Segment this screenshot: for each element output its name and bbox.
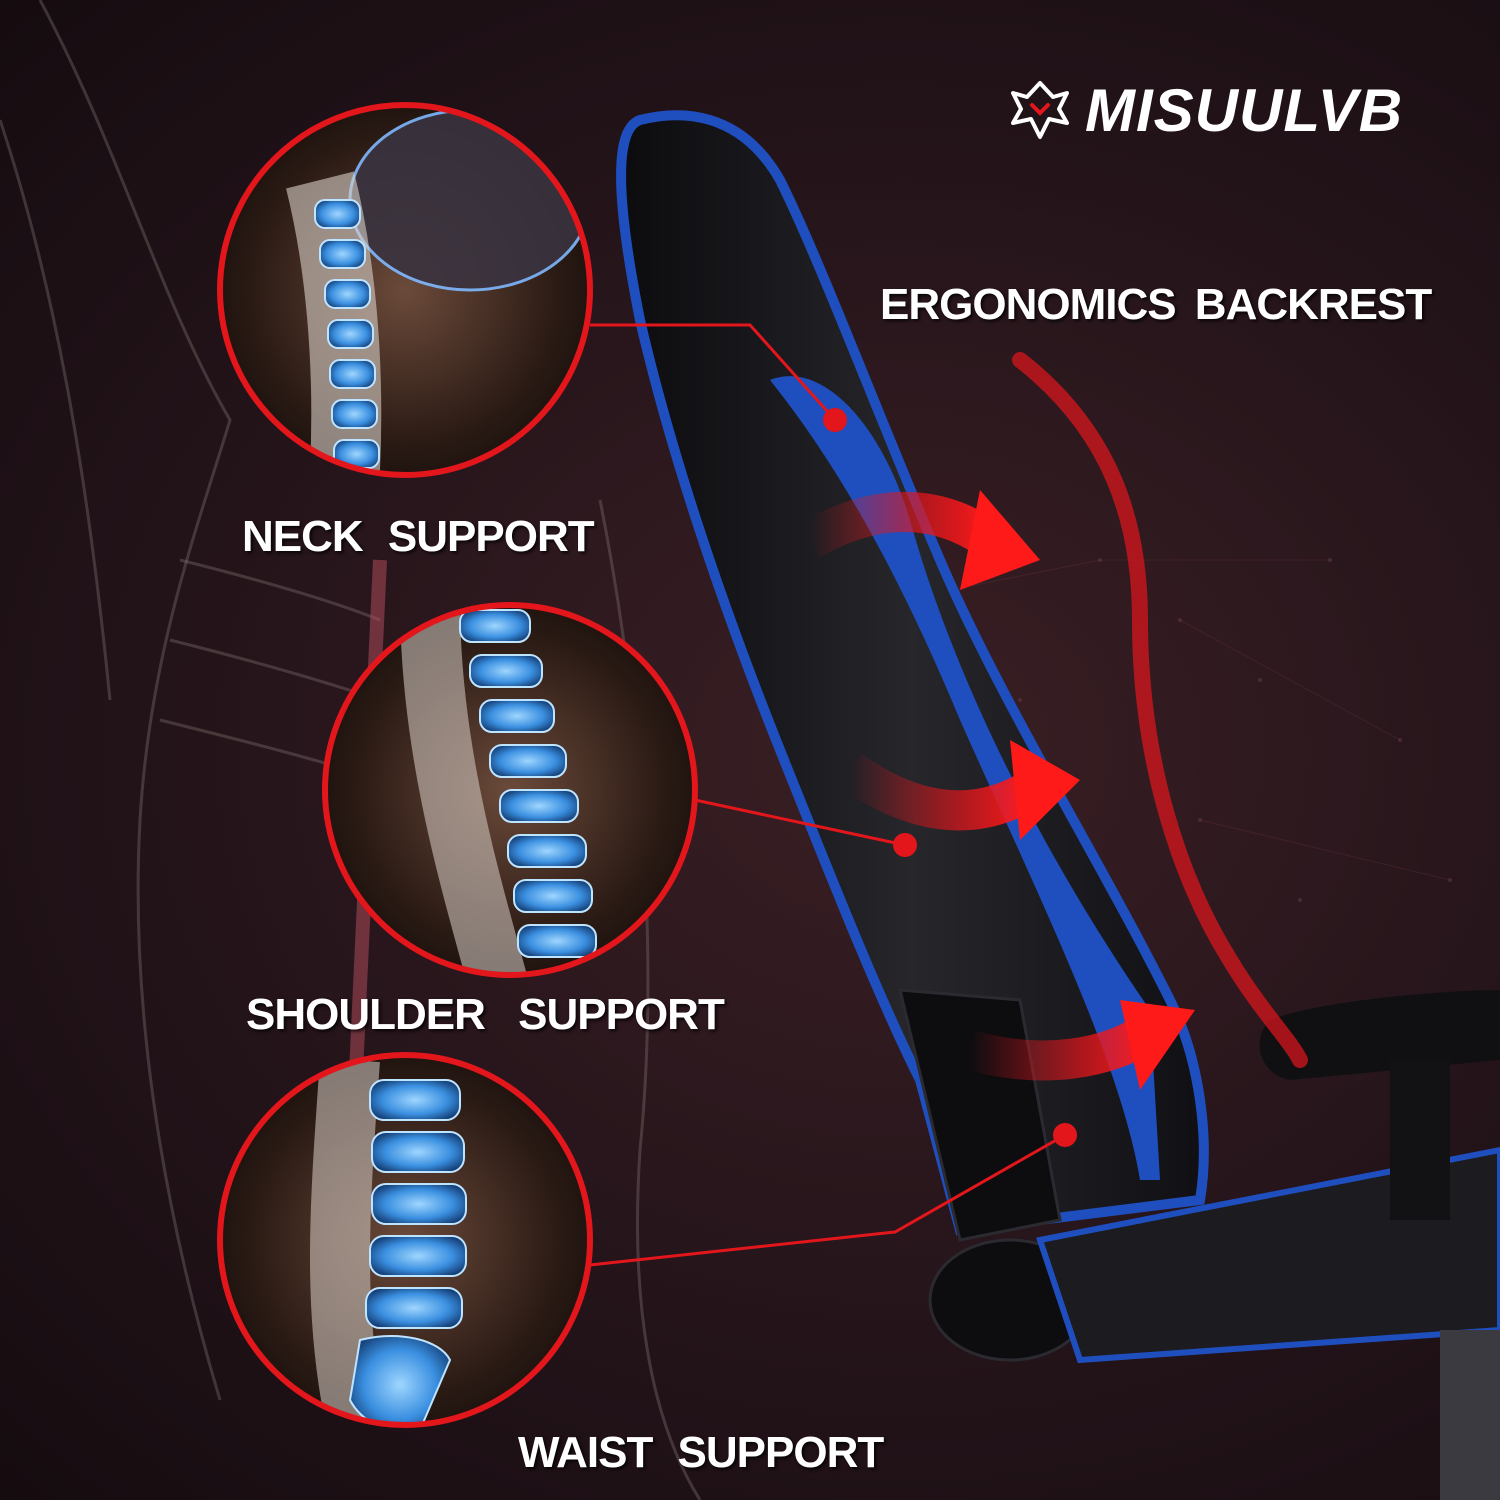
- waist-support-arrow: [964, 1000, 1195, 1090]
- eagle-emblem-icon: [1011, 81, 1069, 139]
- lumbar-vertebrae: [348, 1079, 467, 1425]
- callout-connectors: [589, 323, 1066, 1267]
- backrest-curve-indicator: [1012, 352, 1308, 1068]
- chair-blue-stripe: [770, 376, 1160, 1180]
- neck-callout: [217, 102, 593, 478]
- thoracic-vertebrae: [459, 609, 597, 958]
- background-grid: [898, 558, 1452, 902]
- headline: ERGONOMICS BACKREST: [880, 280, 1432, 329]
- brand-name: MISUULVB: [1085, 76, 1404, 144]
- waist-callout: [217, 1052, 593, 1428]
- waist-connector-line: [589, 1133, 1066, 1267]
- chair-armrest: [1259, 990, 1500, 1080]
- brand-logo: MISUULVB: [1005, 70, 1403, 150]
- neck-support-label: NECK SUPPORT: [242, 512, 595, 561]
- waist-target-dot: [1053, 1123, 1077, 1147]
- neck-connector-line: [590, 323, 837, 422]
- shoulder-support-arrow: [838, 740, 1080, 840]
- chair-backrest: [616, 110, 1209, 1236]
- shoulder-support-label: SHOULDER SUPPORT: [246, 990, 725, 1039]
- shoulder-callout: [322, 602, 698, 978]
- shoulder-connector-line: [694, 798, 906, 847]
- neck-target-dot: [823, 408, 847, 432]
- cervical-vertebrae: [314, 199, 380, 469]
- chair-seat: [1036, 1146, 1500, 1364]
- skull-outline: [348, 108, 590, 292]
- gaming-chair: [616, 110, 1500, 1500]
- neck-support-arrow: [800, 490, 1040, 590]
- waist-support-label: WAIST SUPPORT: [518, 1428, 884, 1477]
- chair-gas-lift: [1440, 1330, 1500, 1500]
- shoulder-target-dot: [893, 833, 917, 857]
- chair-armrest-post: [1390, 1060, 1450, 1220]
